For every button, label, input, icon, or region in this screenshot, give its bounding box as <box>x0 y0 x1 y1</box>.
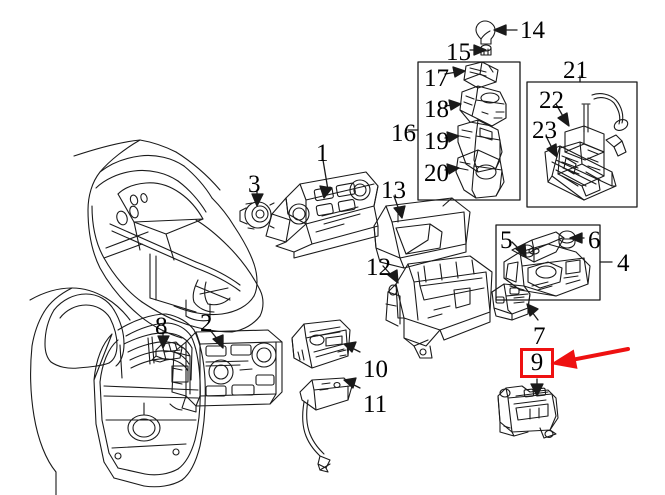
callout-number-16: 16 <box>391 120 416 147</box>
part-18-shifter-boot-cover <box>459 85 507 127</box>
callout-number-15: 15 <box>446 39 471 66</box>
callout-leaders <box>157 24 613 397</box>
callout-number-4: 4 <box>617 250 630 277</box>
part-20-lower-trim-panel <box>455 149 505 199</box>
part-12-console-storage-frame <box>385 255 493 359</box>
callout-number-12: 12 <box>366 254 391 281</box>
group-box-21 <box>526 81 638 208</box>
part-5-upper-console-panel <box>511 231 565 263</box>
callout-number-14: 14 <box>520 17 545 44</box>
callout-number-22: 22 <box>539 87 564 114</box>
console-tunnel-frame <box>73 139 264 339</box>
part-10-rear-control-unit <box>291 319 351 369</box>
part-9-seat-memory-switch <box>497 385 559 439</box>
group-boxes <box>417 61 638 301</box>
callout-number-11: 11 <box>363 391 388 418</box>
part-7-window-switch <box>491 283 531 321</box>
part-11-panel-with-harness <box>299 377 353 473</box>
callout-number-6: 6 <box>588 227 601 254</box>
part-14-shift-knob <box>475 20 496 45</box>
callout-number-2: 2 <box>200 310 213 337</box>
callout-number-3: 3 <box>248 171 261 198</box>
callout-number-19: 19 <box>424 128 449 155</box>
callout-number-10: 10 <box>363 356 388 383</box>
callout-number-7: 7 <box>533 323 546 350</box>
part-3-rotary-actuator <box>239 201 275 230</box>
callout-number-21: 21 <box>563 57 588 84</box>
part-1-switch-bank <box>265 171 379 259</box>
callout-number-1: 1 <box>316 140 329 167</box>
part-13-console-lid <box>373 197 471 269</box>
callout-number-23: 23 <box>532 117 557 144</box>
callout-number-18: 18 <box>424 96 449 123</box>
callout-number-13: 13 <box>381 177 406 204</box>
group-box-4 <box>495 224 601 301</box>
part-19-center-trim-panel <box>457 119 503 173</box>
highlighted-part-callout-9[interactable]: 9 <box>520 348 554 378</box>
callout-number-8: 8 <box>155 313 168 340</box>
part-23-shifter-housing-tray <box>544 145 617 201</box>
callout-number-5: 5 <box>500 227 513 254</box>
callout-number-17: 17 <box>424 65 449 92</box>
rear-console-vent-assembly <box>29 287 206 495</box>
part-2-climate-control-panel <box>171 329 283 413</box>
group-box-16 <box>417 61 521 201</box>
callout-number-20: 20 <box>424 160 449 187</box>
